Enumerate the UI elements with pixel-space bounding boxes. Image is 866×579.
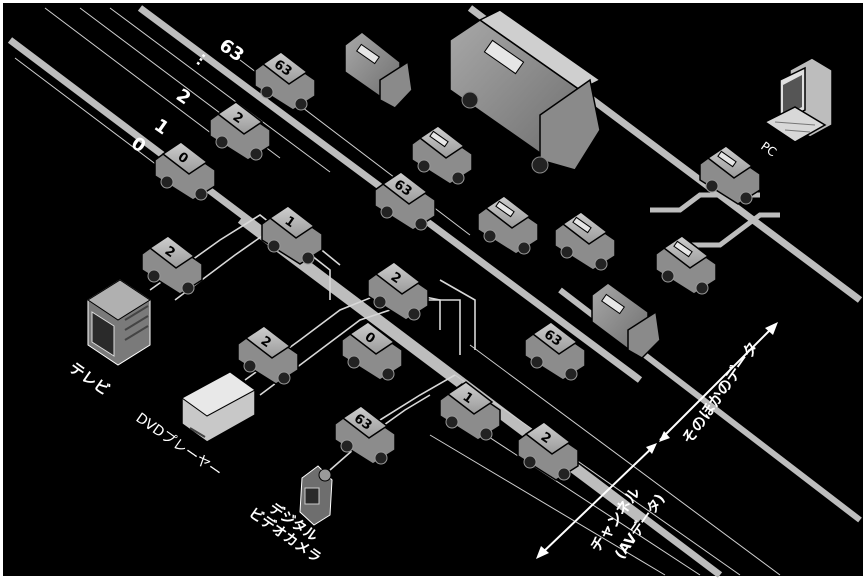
diagram-canvas: 63202163220636312 — [0, 0, 866, 579]
diagram-svg: 63202163220636312 — [0, 0, 866, 579]
